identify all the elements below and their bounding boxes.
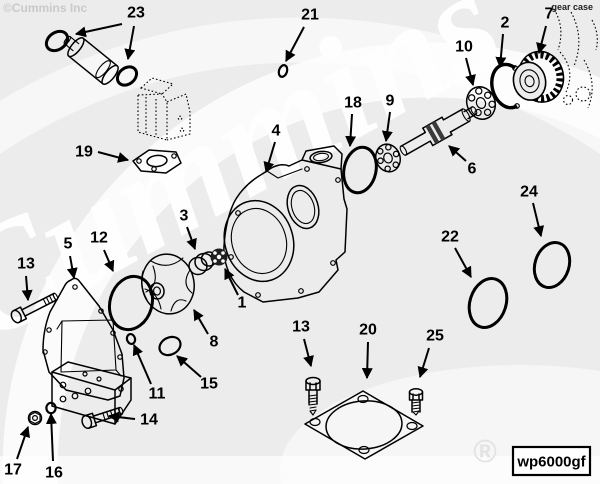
callout-label-4: 4: [272, 123, 281, 140]
callout-label-18: 18: [344, 95, 362, 112]
callout-25-arrow: [417, 347, 430, 379]
callout-13-arrow: [21, 275, 33, 302]
swoosh-arc: [0, 17, 600, 155]
callout-6-arrow: [448, 145, 467, 162]
callout-label-5: 5: [64, 236, 73, 253]
part-25-bolt: [408, 388, 424, 416]
part-8-impeller: [141, 253, 195, 315]
part-1-seal: [210, 248, 228, 266]
gear-case-label: gear case: [551, 2, 593, 12]
callout-label-13: 13: [17, 256, 35, 273]
callout-label-24: 24: [520, 184, 538, 201]
callout-1-arrow: [224, 268, 239, 296]
callout-11-arrow: [132, 343, 152, 385]
part-15-oring: [158, 335, 182, 357]
callout-label-25: 25: [426, 328, 444, 345]
callout-label-6: 6: [468, 161, 477, 178]
callout-13-arrow: [303, 338, 314, 368]
callout-17-arrow: [16, 425, 30, 460]
callout-label-16: 16: [45, 465, 63, 482]
callout-label-7: 7: [545, 6, 554, 23]
callout-20-arrow: [361, 341, 373, 380]
callout-23-arrow: [124, 25, 136, 61]
callout-label-14: 14: [140, 412, 158, 429]
part-23-oring-a: [44, 29, 70, 53]
part-11-oring: [125, 332, 137, 346]
part-24-oring: [532, 241, 572, 289]
part-21-oring: [277, 64, 289, 78]
callout-5-arrow: [66, 255, 78, 280]
callout-label-23: 23: [127, 5, 145, 22]
callout-label-8: 8: [210, 334, 219, 351]
callout-3-arrow: [186, 226, 197, 251]
callout-label-19: 19: [75, 144, 93, 161]
gear-case-ghost: [551, 5, 598, 109]
callout-4-arrow: [263, 141, 276, 174]
registered-mark-watermark: ®: [473, 433, 497, 469]
part-17-plug: [27, 410, 43, 426]
callout-15-arrow: [176, 355, 202, 378]
callout-12-arrow: [103, 249, 115, 273]
callout-label-1: 1: [238, 295, 247, 312]
part-22-oring: [467, 277, 509, 329]
callout-19-arrow: [97, 151, 130, 163]
callout-label-2: 2: [501, 15, 510, 32]
part-13-bolt-upper: [10, 292, 59, 324]
callout-label-10: 10: [455, 39, 473, 56]
callout-label-3: 3: [180, 208, 189, 225]
watermark-text: Cummins: [0, 0, 526, 374]
callout-14-arrow: [107, 411, 136, 423]
callout-24-arrow: [532, 202, 545, 238]
callout-23-arrow: [74, 23, 123, 38]
callout-label-11: 11: [149, 386, 166, 403]
part-23-oring-b: [115, 65, 139, 87]
callout-10-arrow: [465, 57, 476, 87]
callout-label-12: 12: [90, 230, 108, 247]
callout-label-20: 20: [359, 322, 377, 339]
part-6-shaft: [399, 106, 478, 156]
part-23-tube: [63, 35, 119, 85]
figure-code-text: wp6000gf: [516, 454, 586, 471]
part-18-oring: [342, 145, 378, 195]
part-9-bearing: [374, 143, 402, 173]
callout-16-arrow: [45, 412, 57, 462]
callout-2-arrow: [495, 33, 507, 69]
part-5-cover: [42, 277, 132, 425]
part-7-gear: [512, 50, 565, 103]
copyright-text: ©Cummins Inc: [3, 1, 88, 15]
callout-9-arrow: [381, 111, 393, 143]
callout-label-15: 15: [200, 376, 218, 393]
callout-8-arrow: [193, 309, 209, 335]
callout-label-21: 21: [301, 7, 319, 24]
part-12-oring: [107, 274, 155, 332]
part-19-gasket: [132, 149, 182, 174]
part-13-bolt-lower: [305, 376, 321, 416]
part-20-gasket: [304, 390, 424, 460]
callout-7-arrow: [536, 25, 547, 55]
callout-22-arrow: [454, 247, 472, 278]
callout-label-13: 13: [292, 319, 310, 336]
callout-label-17: 17: [4, 462, 22, 479]
callout-21-arrow: [285, 26, 305, 62]
figure-code-box: wp6000gf: [511, 445, 592, 477]
part-23-bracket-ghost: [137, 77, 191, 141]
part-4-housing: [223, 145, 348, 303]
callout-label-22: 22: [441, 229, 459, 246]
callout-18-arrow: [345, 113, 357, 148]
callout-label-9: 9: [386, 93, 395, 110]
